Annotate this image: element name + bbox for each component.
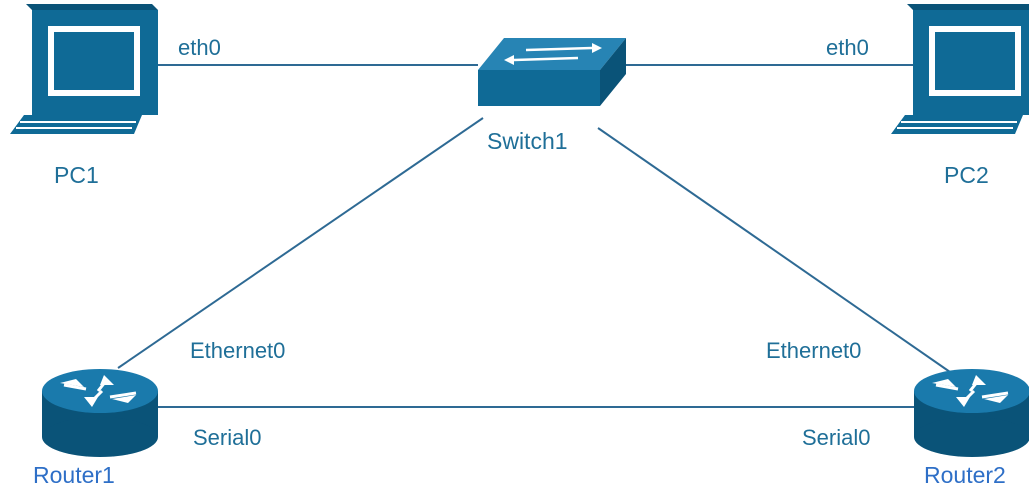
pc1-eth0-label: eth0 (178, 35, 221, 60)
link-switch1-router1 (117, 117, 484, 369)
pc2-eth0-label: eth0 (826, 35, 869, 60)
link-switch1-router2 (597, 127, 951, 373)
router1-label: Router1 (33, 462, 115, 488)
router2-label: Router2 (924, 462, 1006, 488)
router2-icon (914, 369, 1029, 457)
pc2-label: PC2 (944, 162, 989, 188)
switch1-label: Switch1 (487, 128, 568, 154)
router1-ethernet0-label: Ethernet0 (190, 338, 286, 363)
router2-ethernet0-label: Ethernet0 (766, 338, 862, 363)
router2-serial0-label: Serial0 (802, 425, 871, 450)
router1-serial0-label: Serial0 (193, 425, 262, 450)
pc2-icon (891, 4, 1029, 134)
router1-icon (42, 369, 158, 457)
switch1-icon (478, 38, 626, 106)
pc1-label: PC1 (54, 162, 99, 188)
pc1-icon (10, 4, 158, 134)
